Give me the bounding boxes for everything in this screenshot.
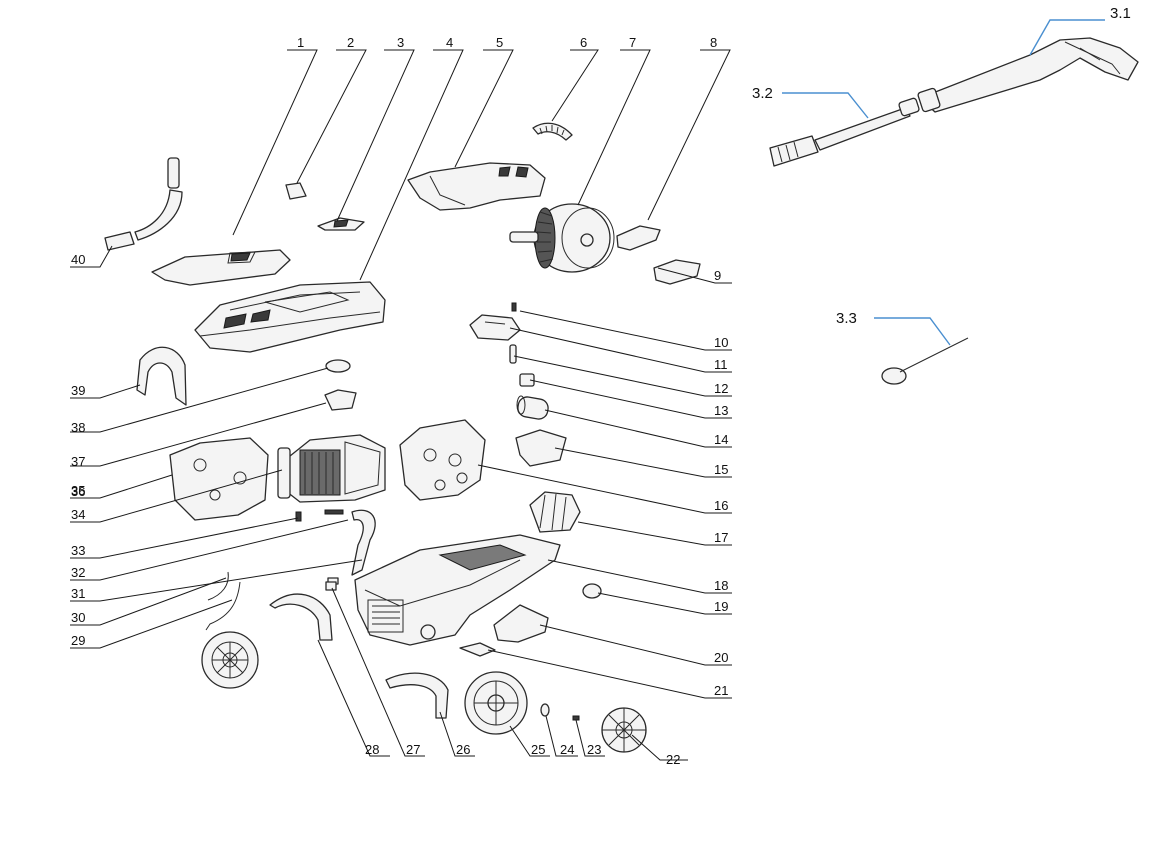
part-switch-box [469, 314, 521, 341]
part-hub-cap [601, 707, 647, 753]
label-2: 2 [347, 35, 354, 50]
part-bracket-a [616, 225, 661, 251]
label-37: 37 [71, 454, 85, 469]
part-undertray [493, 604, 549, 643]
part-badge [317, 217, 365, 231]
part-screw-23 [572, 715, 580, 721]
label-25: 25 [531, 742, 545, 757]
label-11: 11 [714, 357, 728, 372]
part-motor-housing-right [399, 419, 486, 501]
part-clip [285, 182, 307, 200]
label-1: 1 [297, 35, 304, 50]
part-fender [385, 672, 449, 719]
label-28: 28 [365, 742, 379, 757]
part-wire [207, 571, 229, 601]
part-hose [104, 157, 183, 251]
part-motor-assembly [277, 434, 386, 503]
part-wheel-left [201, 631, 259, 689]
label-34: 34 [71, 507, 85, 522]
part-fan [509, 203, 615, 273]
part-base-chassis [354, 534, 561, 646]
label-12: 12 [714, 381, 728, 396]
part-cable [205, 581, 241, 631]
part-capacitor [516, 395, 549, 420]
part-screw-33 [295, 511, 302, 522]
label-31: 31 [71, 586, 85, 601]
label-15: 15 [714, 462, 728, 477]
label-14: 14 [714, 432, 728, 447]
part-grommet [582, 583, 602, 599]
part-tube [325, 581, 337, 591]
label-26: 26 [456, 742, 470, 757]
part-outlet-pipe [324, 509, 376, 585]
label-21: 21 [714, 683, 728, 698]
part-spray-gun [917, 37, 1139, 113]
label-40: 40 [71, 252, 85, 267]
label-18: 18 [714, 578, 728, 593]
label-24: 24 [560, 742, 574, 757]
part-lance [769, 97, 920, 167]
label-16: 16 [714, 498, 728, 513]
label-3: 3 [397, 35, 404, 50]
label-23: 23 [587, 742, 601, 757]
part-upper-cover [407, 162, 546, 211]
part-number-labels: 1 2 3 4 5 6 7 8 9 10 11 12 13 14 15 16 1… [71, 5, 1131, 767]
label-22: 22 [666, 752, 680, 767]
part-curved-cover [269, 593, 333, 641]
label-17: 17 [714, 530, 728, 545]
label-13: 13 [714, 403, 728, 418]
part-cleaning-needle [881, 337, 969, 385]
part-top-panel [151, 249, 291, 286]
part-pin [509, 344, 517, 364]
label-39: 39 [71, 383, 85, 398]
label-10: 10 [714, 335, 728, 350]
part-grille [459, 642, 496, 657]
label-19: 19 [714, 599, 728, 614]
label-6: 6 [580, 35, 587, 50]
part-upper-housing [194, 281, 386, 353]
part-capacitor-holder [515, 429, 567, 467]
label-9: 9 [714, 268, 721, 283]
label-3-3: 3.3 [836, 310, 857, 327]
label-36: 36 [71, 484, 85, 499]
leader-lines [70, 19, 1105, 761]
part-nut [540, 703, 550, 717]
part-fitting [519, 373, 535, 387]
part-bracket-b [653, 259, 701, 285]
label-3-2: 3.2 [752, 85, 773, 102]
label-35: 35 [71, 483, 85, 498]
label-4: 4 [446, 35, 453, 50]
label-3-1: 3.1 [1110, 5, 1131, 22]
part-arch-guard [136, 346, 187, 406]
label-30: 30 [71, 610, 85, 625]
label-5: 5 [496, 35, 503, 50]
part-screw-10 [511, 302, 517, 312]
label-33: 33 [71, 543, 85, 558]
label-7: 7 [629, 35, 636, 50]
label-20: 20 [714, 650, 728, 665]
label-29: 29 [71, 633, 85, 648]
part-cap [324, 389, 357, 411]
part-ribbed-coupling [532, 122, 573, 141]
part-wheel-right [464, 671, 528, 735]
label-38: 38 [71, 420, 85, 435]
label-32: 32 [71, 565, 85, 580]
part-washer [325, 359, 351, 373]
label-8: 8 [710, 35, 717, 50]
label-27: 27 [406, 742, 420, 757]
part-motor-housing-left [169, 437, 269, 521]
part-motor-cover [529, 491, 581, 533]
